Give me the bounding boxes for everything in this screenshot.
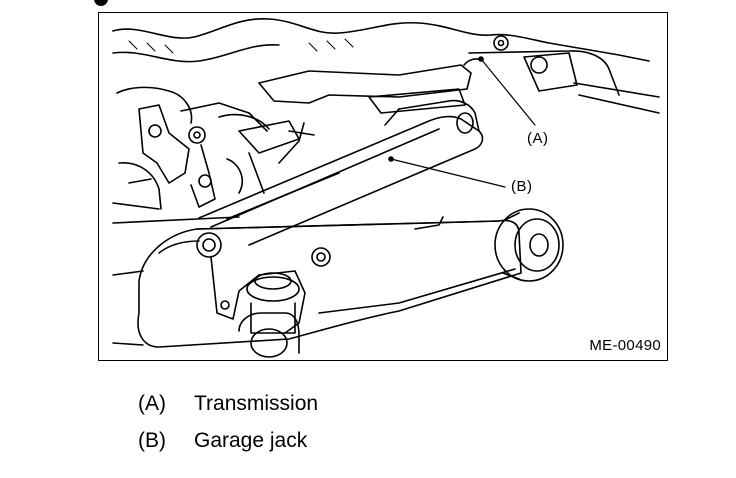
legend-item-garage-jack: (B) Garage jack xyxy=(138,430,307,451)
figure-code: ME-00490 xyxy=(589,337,661,354)
figure-frame: (A) (B) ME-00490 xyxy=(98,12,668,361)
leader-line-a xyxy=(480,58,536,126)
garage-jack-drawing xyxy=(112,99,564,358)
transmission-drawing xyxy=(112,18,660,224)
legend-item-transmission: (A) Transmission xyxy=(138,393,318,414)
callout-label-b: (B) xyxy=(511,178,533,195)
garage-jack-illustration xyxy=(112,18,660,358)
legend-label: Transmission xyxy=(194,392,319,415)
callout-label-a: (A) xyxy=(527,130,549,147)
step-marker-icon xyxy=(94,0,108,6)
legend-key: (A) xyxy=(138,392,166,415)
leader-line-b xyxy=(390,158,506,188)
legend-key: (B) xyxy=(138,429,166,452)
legend-label: Garage jack xyxy=(194,429,308,452)
